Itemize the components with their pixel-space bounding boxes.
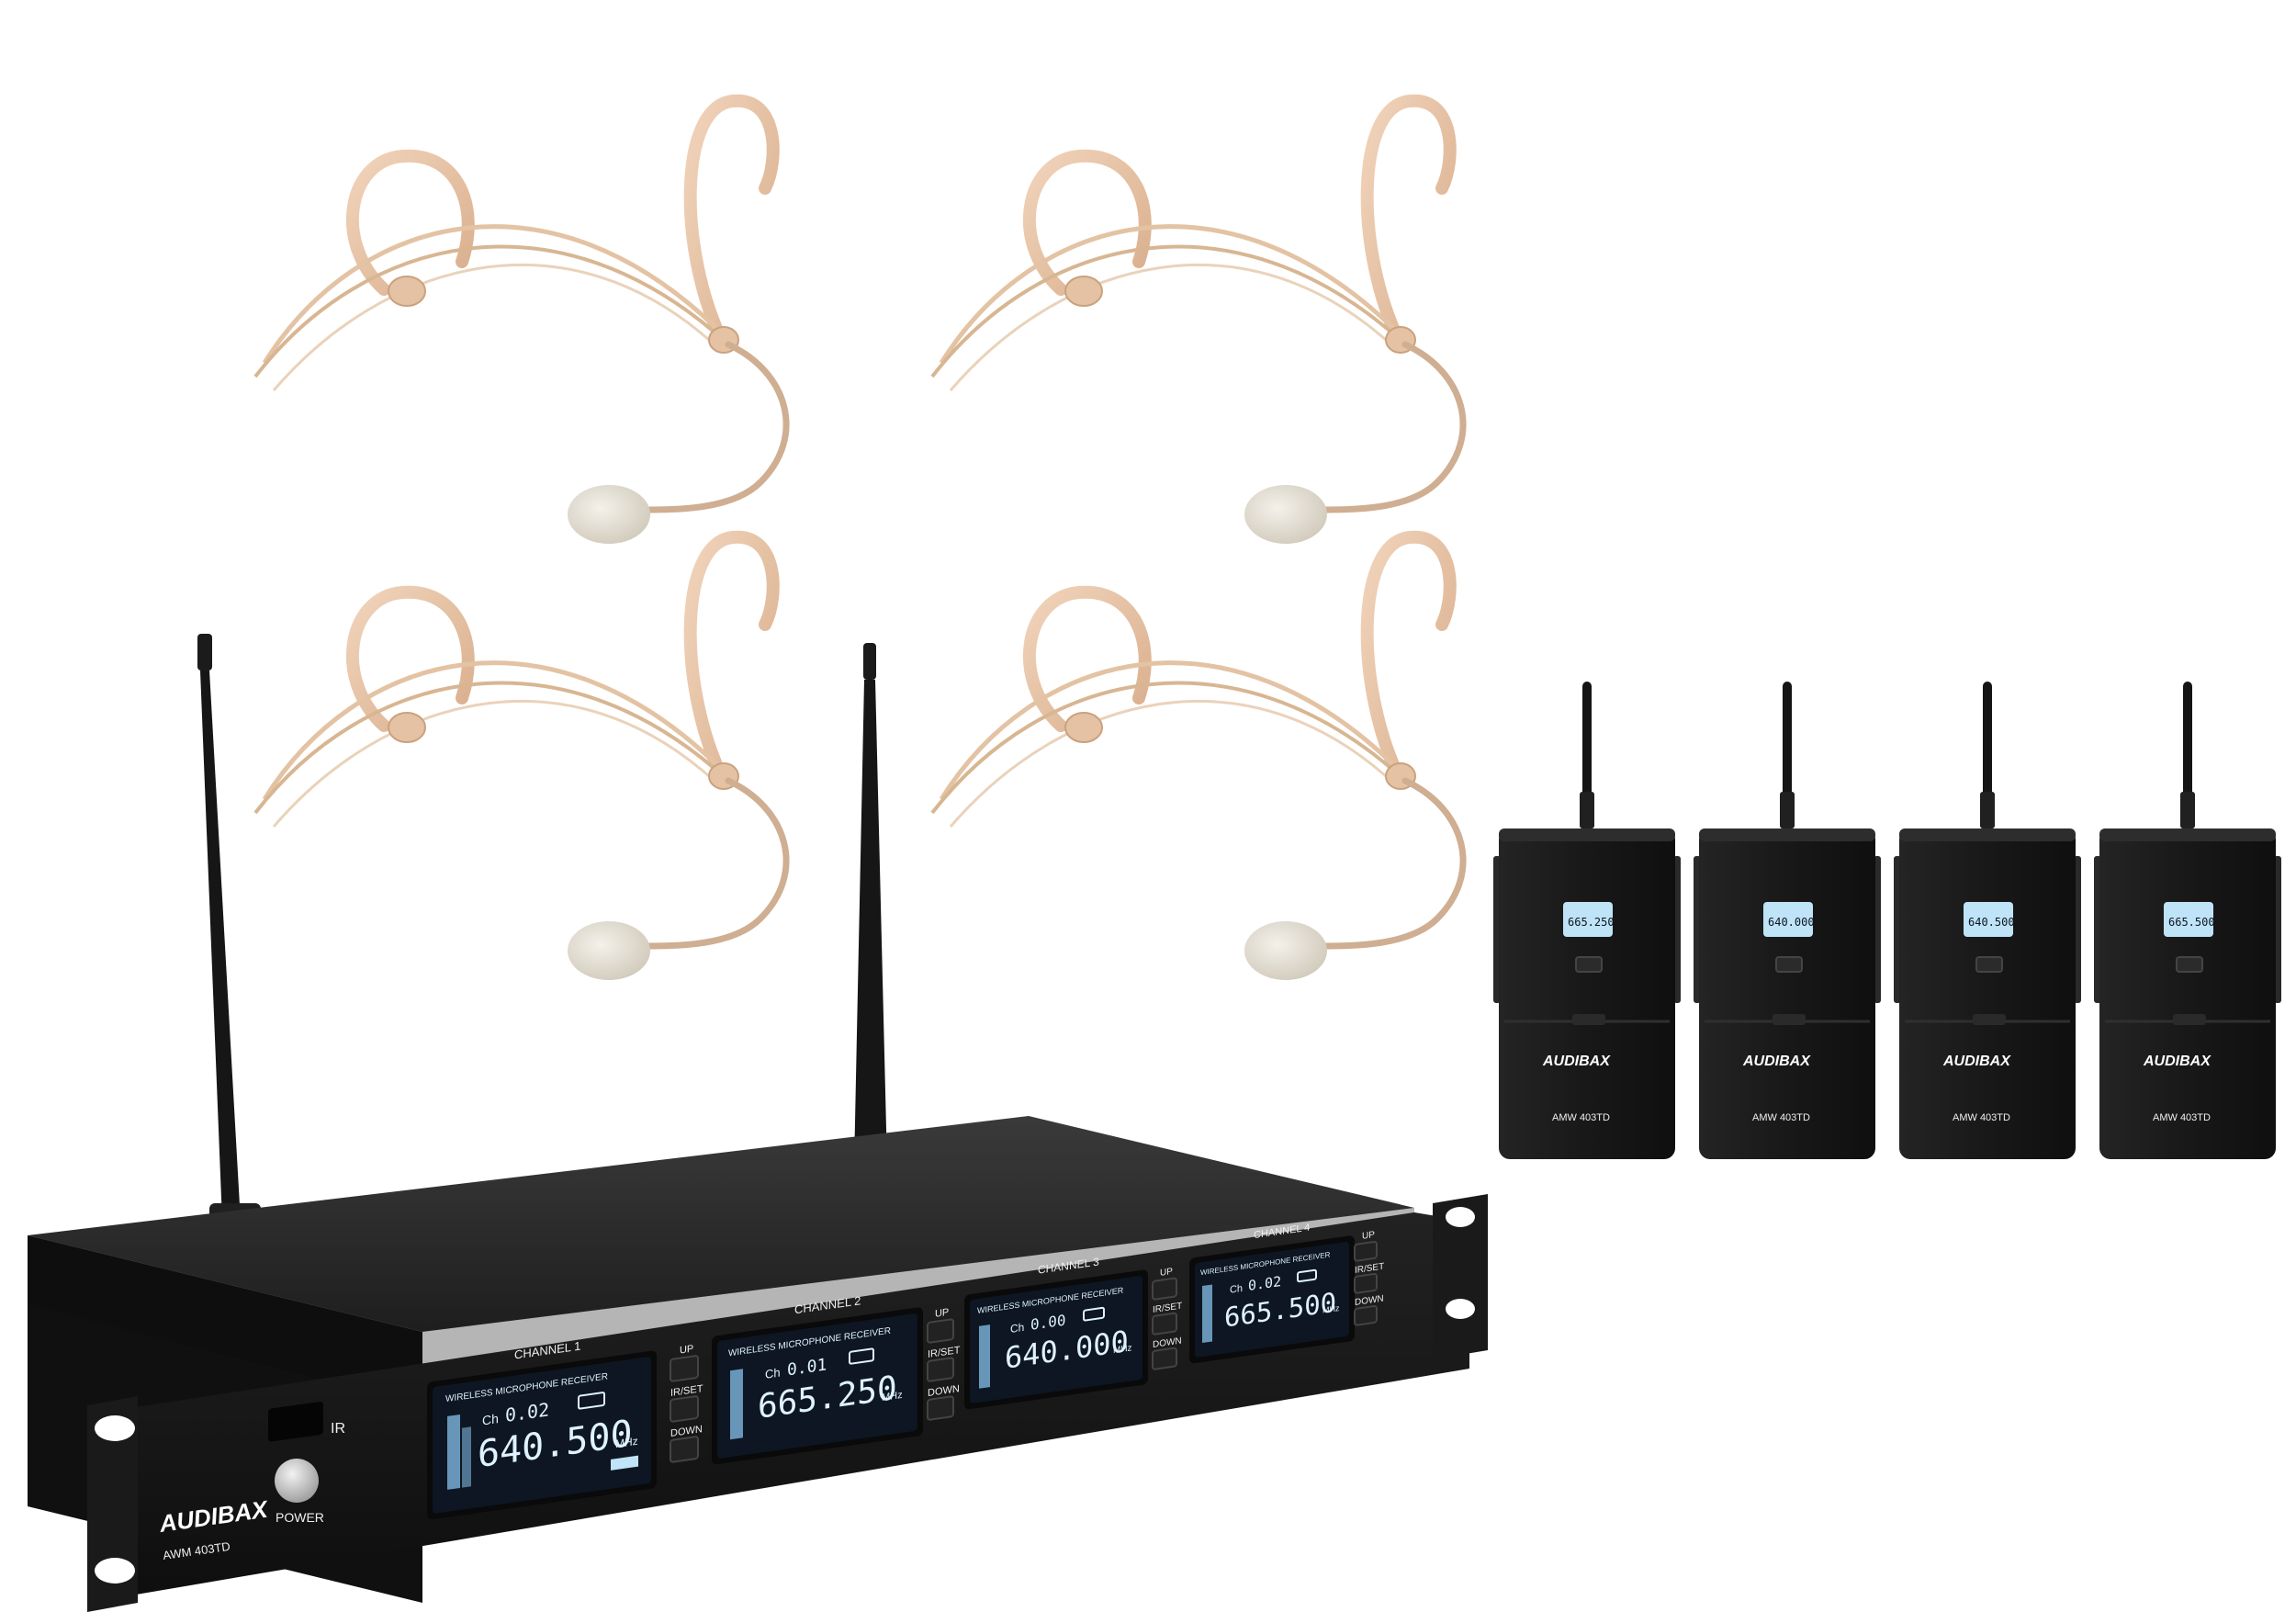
channel-1-unit: MHz: [615, 1435, 638, 1450]
channel-2-unit: MHz: [882, 1390, 903, 1403]
channel-3-buttons: UP IR/SET DOWN: [1152, 1267, 1182, 1370]
power-label: POWER: [276, 1510, 324, 1525]
channel-4-display: CHANNEL 4 WIRELESS MICROPHONE RECEIVER C…: [1189, 1223, 1355, 1364]
ch2-button-down-label: DOWN: [928, 1383, 960, 1399]
channel-2-ch-prefix: Ch: [765, 1366, 781, 1381]
beltpack-2-model: AMW 403TD: [1752, 1112, 1810, 1123]
ch1-button-irset-label: IR/SET: [670, 1383, 703, 1399]
ch3-button-irset-label: IR/SET: [1153, 1302, 1182, 1315]
ch2-irset-button[interactable]: [927, 1357, 954, 1382]
beltpack-3-brand: AUDIBAX: [1942, 1054, 2011, 1069]
beltpack-transmitter-3: 640.500 AUDIBAX AMW 403TD: [1892, 680, 2083, 1161]
power-button-icon[interactable]: [275, 1459, 319, 1503]
channel-4-buttons: UP IR/SET DOWN: [1354, 1230, 1384, 1326]
beltpack-1-model: AMW 403TD: [1552, 1112, 1610, 1123]
channel-4-ch: 0.02: [1248, 1273, 1281, 1294]
headset-microphone-2: [932, 101, 1463, 544]
beltpack-3-freq: 640.500: [1968, 916, 2015, 929]
headset-microphone-3: [255, 537, 786, 980]
beltpack-4-brand: AUDIBAX: [2143, 1054, 2212, 1069]
ch2-down-button[interactable]: [927, 1395, 954, 1421]
channel-3-display: CHANNEL 3 WIRELESS MICROPHONE RECEIVER C…: [964, 1255, 1148, 1410]
channel-4-ch-prefix: Ch: [1230, 1283, 1243, 1296]
channel-3-ch-prefix: Ch: [1010, 1321, 1024, 1336]
channel-1-buttons: UP IR/SET DOWN: [670, 1343, 703, 1463]
ch4-button-irset-label: IR/SET: [1355, 1262, 1384, 1276]
ir-label: IR: [331, 1421, 345, 1437]
ch3-button-up-label: UP: [1160, 1267, 1173, 1279]
signal-meter-icon: [447, 1414, 471, 1490]
channel-4-unit: MHz: [1322, 1303, 1340, 1315]
beltpack-2-brand: AUDIBAX: [1742, 1054, 1811, 1069]
ch1-button-up-label: UP: [680, 1343, 693, 1356]
ch2-button-irset-label: IR/SET: [928, 1345, 961, 1360]
ch2-up-button[interactable]: [927, 1318, 954, 1344]
ch4-irset-button[interactable]: [1354, 1273, 1378, 1294]
beltpack-4-freq: 665.500: [2168, 916, 2215, 929]
channel-3-unit: MHz: [1113, 1343, 1132, 1356]
ir-window-icon: [268, 1402, 323, 1442]
beltpack-transmitter-4: 665.500 AUDIBAX AMW 403TD: [2092, 680, 2283, 1161]
headset-microphone-4: [932, 537, 1463, 980]
ch4-button-down-label: DOWN: [1355, 1294, 1384, 1308]
beltpack-4-model: AMW 403TD: [2153, 1112, 2211, 1123]
receiver-unit: AUDIBAX AWM 403TD IR POWER CHANNEL 1 WIR…: [28, 634, 1488, 1612]
ch4-up-button[interactable]: [1354, 1241, 1378, 1262]
beltpack-transmitter-1: 665.250 AUDIBAX AMW 403TD: [1491, 680, 1683, 1161]
ch3-button-down-label: DOWN: [1153, 1336, 1182, 1350]
channel-2-buttons: UP IR/SET DOWN: [927, 1307, 961, 1421]
ch1-up-button[interactable]: [670, 1355, 699, 1382]
headset-microphone-1: [255, 101, 786, 544]
ch3-down-button[interactable]: [1152, 1347, 1177, 1370]
channel-1-ch-prefix: Ch: [482, 1411, 499, 1427]
ch1-button-down-label: DOWN: [670, 1424, 703, 1439]
ch3-up-button[interactable]: [1152, 1277, 1177, 1301]
battery-icon: [578, 1392, 605, 1410]
beltpack-1-freq: 665.250: [1568, 916, 1615, 929]
channel-1-display: CHANNEL 1 WIRELESS MICROPHONE RECEIVER C…: [427, 1339, 657, 1520]
beltpack-3-model: AMW 403TD: [1953, 1112, 2010, 1123]
ch4-down-button[interactable]: [1354, 1305, 1378, 1326]
ch4-button-up-label: UP: [1362, 1230, 1375, 1242]
beltpack-transmitter-2: 640.000 AUDIBAX AMW 403TD: [1692, 680, 1883, 1161]
ch1-down-button[interactable]: [670, 1436, 699, 1463]
ch1-irset-button[interactable]: [670, 1395, 699, 1423]
beltpack-2-freq: 640.000: [1768, 916, 1815, 929]
beltpack-1-brand: AUDIBAX: [1542, 1054, 1611, 1069]
ch3-irset-button[interactable]: [1152, 1312, 1177, 1336]
ch2-button-up-label: UP: [935, 1307, 949, 1320]
